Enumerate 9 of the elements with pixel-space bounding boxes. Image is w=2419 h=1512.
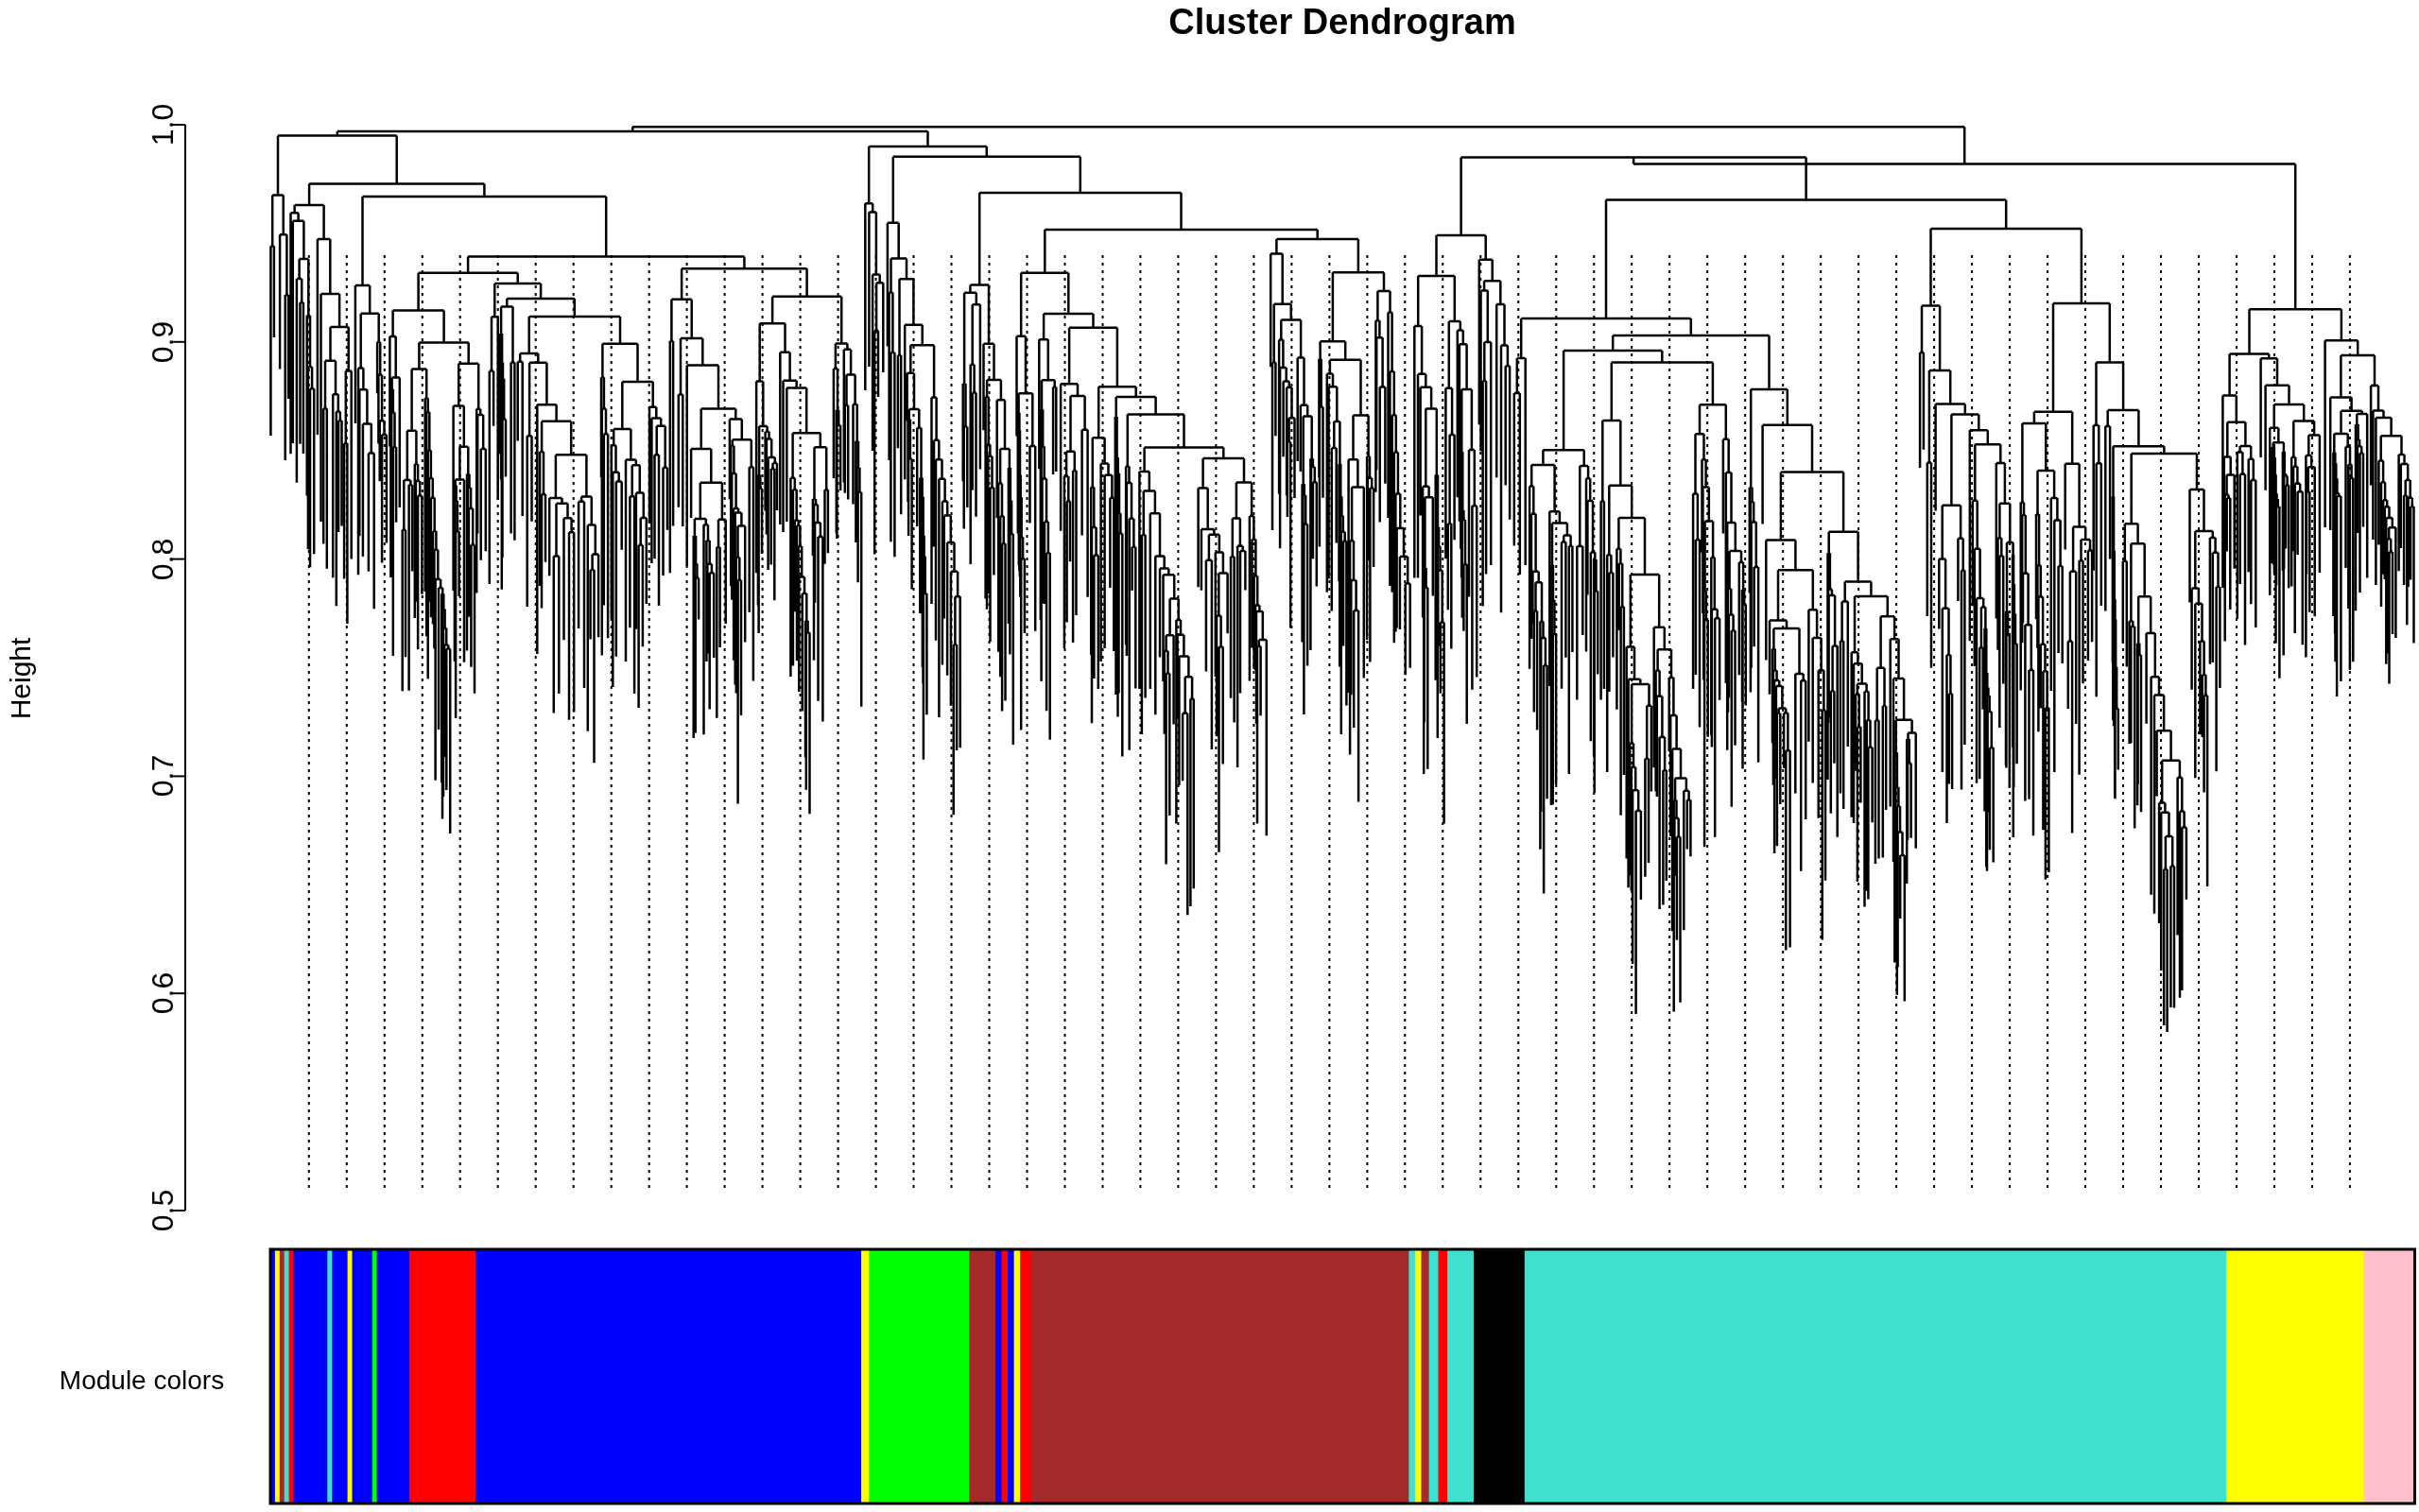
row-label: Module colors bbox=[59, 1366, 225, 1396]
tick-label: 0.6 bbox=[145, 971, 181, 1015]
tick-label: 1.0 bbox=[145, 103, 181, 146]
tick-label: 0.8 bbox=[145, 538, 181, 580]
axis-title: Height bbox=[5, 637, 37, 720]
tick-label: 0.9 bbox=[145, 320, 181, 364]
tick-label: 0.5 bbox=[145, 1189, 181, 1232]
tick-label: 0.7 bbox=[145, 755, 181, 798]
chart-title: Cluster Dendrogram bbox=[1168, 2, 1516, 43]
